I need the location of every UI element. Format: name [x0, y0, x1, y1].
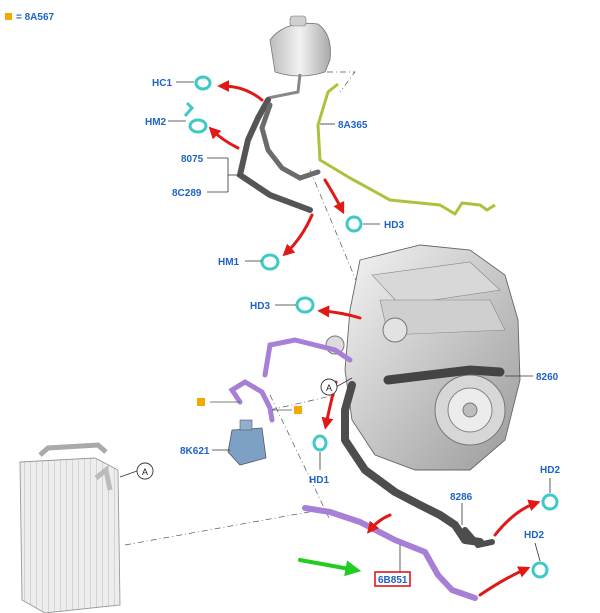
heater-hoses: [197, 337, 353, 423]
label-hm1: HM1: [218, 257, 240, 268]
red-arrows: [208, 80, 541, 597]
clamp-hm1: [260, 253, 280, 271]
highlight-box: [374, 571, 411, 587]
label-8c289: 8C289: [172, 188, 202, 199]
label-8260: 8260: [536, 372, 559, 383]
legend-text: = 8A567: [16, 12, 55, 23]
clamp-hm2: [183, 101, 208, 134]
clamp-hc1: [194, 75, 212, 91]
label-6b851: 6B851: [378, 575, 408, 586]
thermostat-housing-8k621: [227, 419, 267, 466]
callout-a-radiator: A: [136, 462, 154, 480]
bracket-8a567-left: [197, 398, 205, 406]
engine-block: [325, 244, 521, 471]
radiator: [19, 442, 121, 613]
clamp-hd1: [312, 434, 328, 452]
label-8286: 8286: [450, 492, 473, 503]
label-hd2-top: HD2: [540, 465, 560, 476]
lower-hose-8286: [341, 381, 495, 549]
callout-a-engine: A: [320, 378, 338, 396]
label-hd3-mid: HD3: [250, 301, 270, 312]
label-hd1: HD1: [309, 475, 329, 486]
callout-a-radiator-text: A: [142, 467, 148, 477]
upper-hoses-8075-8c289: [236, 97, 321, 213]
label-hc1: HC1: [152, 78, 172, 89]
label-8k621: 8K621: [180, 446, 210, 457]
expansion-tank: [267, 15, 331, 100]
label-hd3-top: HD3: [384, 220, 404, 231]
clamp-hd3-mid: [295, 296, 315, 314]
callout-a-engine-text: A: [326, 383, 332, 393]
leader-lines: [119, 81, 551, 572]
highlight-6b851: 6B851: [374, 571, 411, 587]
radiator-hose-6b851: [302, 505, 478, 601]
bracket-8a567-right: [294, 406, 302, 414]
legend-swatch: [5, 13, 12, 20]
green-pointer-arrow: [298, 558, 362, 577]
label-hd2-bottom: HD2: [524, 530, 544, 541]
label-8075: 8075: [181, 154, 204, 165]
clamp-hd2-top: [541, 493, 559, 511]
label-hm2: HM2: [145, 117, 167, 128]
label-8a365: 8A365: [338, 120, 368, 131]
degas-pipe-8a365: [316, 82, 496, 216]
legend: = 8A567: [5, 12, 55, 23]
clamp-hd2-bottom: [531, 561, 549, 579]
clamp-hd3-top: [345, 215, 363, 233]
